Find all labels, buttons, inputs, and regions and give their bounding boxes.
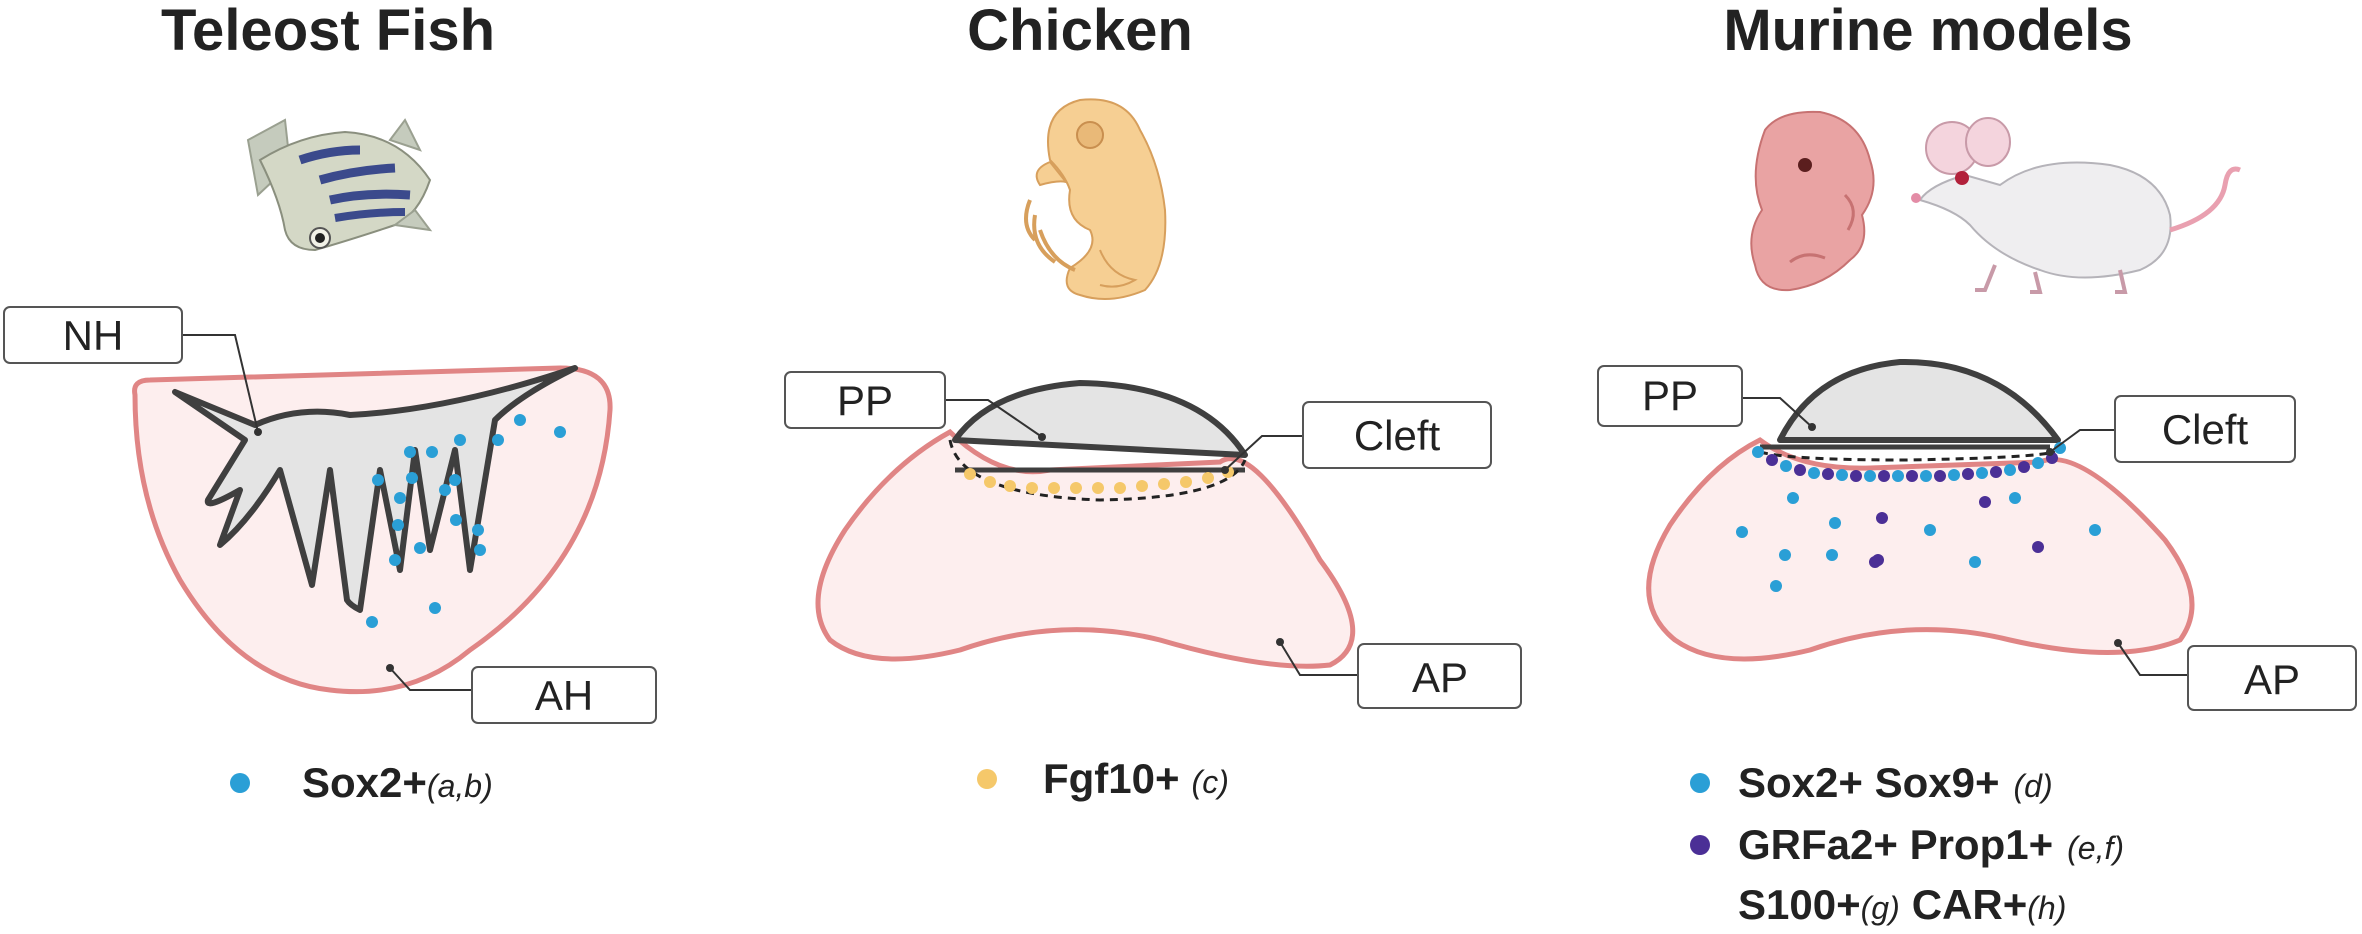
cleft-label: Cleft [1354, 412, 1441, 459]
cleft-leader-line [2049, 429, 2115, 453]
ap-label: AP [1412, 654, 1468, 701]
cleft-dashed-line [1759, 450, 2056, 462]
chick-embryo-icon [1024, 98, 1167, 300]
ap-label-box [2187, 645, 2357, 711]
legend-grfa2-prop1: GRFa2+ Prop1+(e,f) [1738, 821, 2124, 868]
anterior-pituitary-tissue [1646, 437, 2195, 662]
pp-label: PP [1642, 372, 1698, 419]
ah-label: AH [535, 672, 593, 719]
panel-title: Teleost Fish [161, 0, 495, 63]
panel-title: Murine models [1723, 0, 2132, 63]
cleft-leader-line [1224, 435, 1303, 471]
ap-leader-line [1279, 641, 1358, 676]
mouse-icon [1911, 117, 2241, 294]
legend-fgf10: Fgf10+(c) [1043, 755, 1229, 802]
ap-leader-line [2117, 642, 2188, 676]
panel-chicken: Chicken PP Cleft [784, 0, 1522, 802]
grfa2-prop1-legend-dot [1690, 835, 1710, 855]
posterior-pituitary-dome [1777, 358, 2061, 443]
ap-label-box [1357, 643, 1522, 709]
panel-teleost-fish: Teleost Fish [3, 0, 657, 806]
ah-leader-line [389, 667, 472, 691]
fgf10-legend-dot [977, 769, 997, 789]
fgf10-cells [964, 466, 1234, 494]
pp-label-box [1597, 365, 1743, 427]
pp-label-box [784, 371, 946, 429]
legend-sox2-sox9: Sox2+ Sox9+(d) [1738, 759, 2053, 806]
anterior-pituitary-tissue [815, 428, 1356, 669]
ap-label: AP [2244, 656, 2300, 703]
neurohypophysis-shape [172, 365, 578, 613]
legend-sox2: Sox2+(a,b) [302, 759, 493, 806]
ah-label-box [471, 666, 657, 724]
cleft-label-box [2114, 395, 2296, 463]
cleft-label-box [1302, 401, 1492, 469]
nh-label-box [3, 306, 183, 364]
pp-leader-line [1742, 397, 1813, 428]
parenchymal-cells [1736, 492, 2101, 592]
pp-label: PP [837, 377, 893, 424]
mouse-embryo-icon [1750, 110, 1875, 292]
pp-leader-line [945, 399, 1043, 438]
sox2-legend-dot [230, 773, 250, 793]
sox2-sox9-legend-dot [1690, 773, 1710, 793]
nh-label: NH [63, 312, 124, 359]
posterior-pituitary-dome [952, 380, 1248, 458]
legend-s100-car: S100+(g)CAR+(h) [1738, 881, 2066, 928]
panel-title: Chicken [967, 0, 1193, 63]
nh-leader-line [182, 334, 259, 433]
sox2-cells [366, 414, 566, 628]
panel-murine-models: Murine models [1597, 0, 2357, 928]
cleft-label: Cleft [2162, 406, 2249, 453]
zebrafish-icon [246, 118, 433, 252]
cleft-dashed-line [948, 439, 1247, 502]
